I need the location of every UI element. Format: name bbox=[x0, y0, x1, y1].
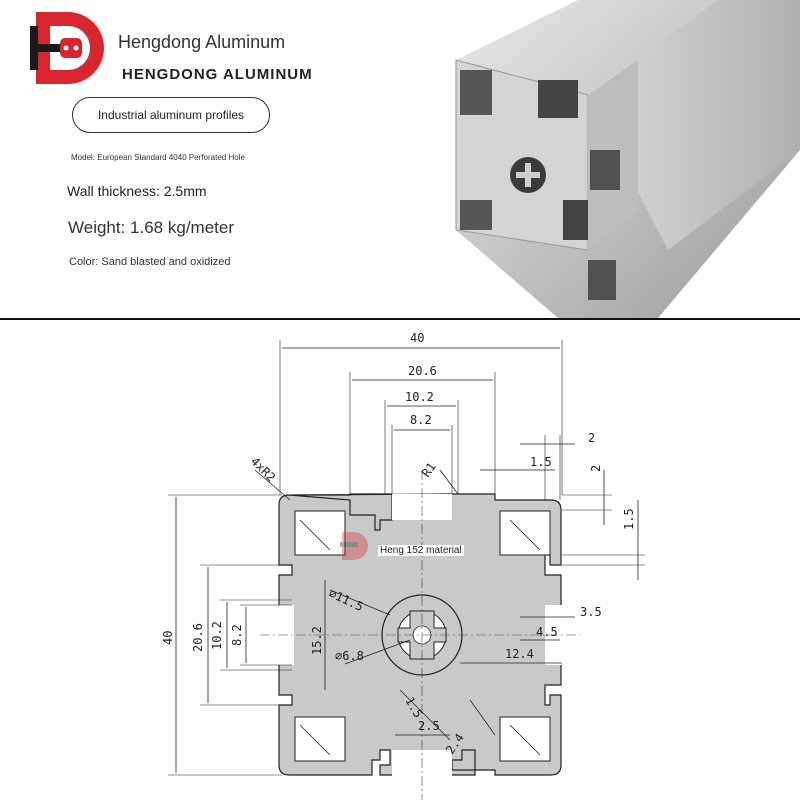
category-pill: Industrial aluminum profiles bbox=[72, 97, 270, 133]
dim-10-2-top: 10.2 bbox=[405, 390, 434, 404]
dim-12-4: 12.4 bbox=[505, 647, 534, 661]
dim-15-2: 15.2 bbox=[310, 626, 324, 655]
hengdong-logo bbox=[30, 12, 104, 84]
dim-2-right-v: 2 bbox=[589, 465, 603, 472]
section-divider bbox=[0, 318, 800, 320]
watermark-logo bbox=[340, 532, 368, 560]
dim-8-2-top: 8.2 bbox=[410, 413, 432, 427]
dim-8-2-left: 8.2 bbox=[230, 624, 244, 646]
model-text: Model: European Standard 4040 Perforated… bbox=[71, 153, 245, 162]
brand-name: Hengdong Aluminum bbox=[118, 32, 286, 52]
dim-2-right-top: 2 bbox=[588, 431, 595, 445]
watermark-label: Heng 152 material bbox=[378, 545, 464, 556]
product-header: Hengdong Aluminum HENGDONG ALUMINUM Indu… bbox=[0, 0, 800, 318]
dim-corner-radius: 4xR2 bbox=[248, 454, 278, 484]
weight-text: Weight: 1.68 kg/meter bbox=[68, 218, 234, 237]
dim-20-6-top: 20.6 bbox=[408, 364, 437, 378]
profile-photo bbox=[455, 0, 800, 318]
dim-20-6-left: 20.6 bbox=[191, 623, 205, 652]
dim-40-top: 40 bbox=[410, 331, 424, 345]
profile-drawing: 40 20.6 10.2 8.2 2 1.5 R1 4xR2 2 1.5 3.5… bbox=[161, 331, 645, 800]
dim-4-5: 4.5 bbox=[536, 625, 558, 639]
brand-name-caps: HENGDONG ALUMINUM bbox=[122, 66, 313, 83]
dim-40-left: 40 bbox=[161, 631, 175, 645]
dim-10-2-left: 10.2 bbox=[210, 621, 224, 650]
dim-1-5-right-v: 1.5 bbox=[622, 508, 636, 530]
dim-1-5-right-top: 1.5 bbox=[530, 455, 552, 469]
wall-thickness-text: Wall thickness: 2.5mm bbox=[67, 183, 207, 199]
dim-dia-6-8: ⌀6.8 bbox=[335, 649, 364, 663]
dim-3-5: 3.5 bbox=[580, 605, 602, 619]
color-text: Color: Sand blasted and oxidized bbox=[69, 256, 231, 268]
dim-2-5: 2.5 bbox=[418, 719, 440, 733]
dim-r1: R1 bbox=[419, 460, 439, 480]
